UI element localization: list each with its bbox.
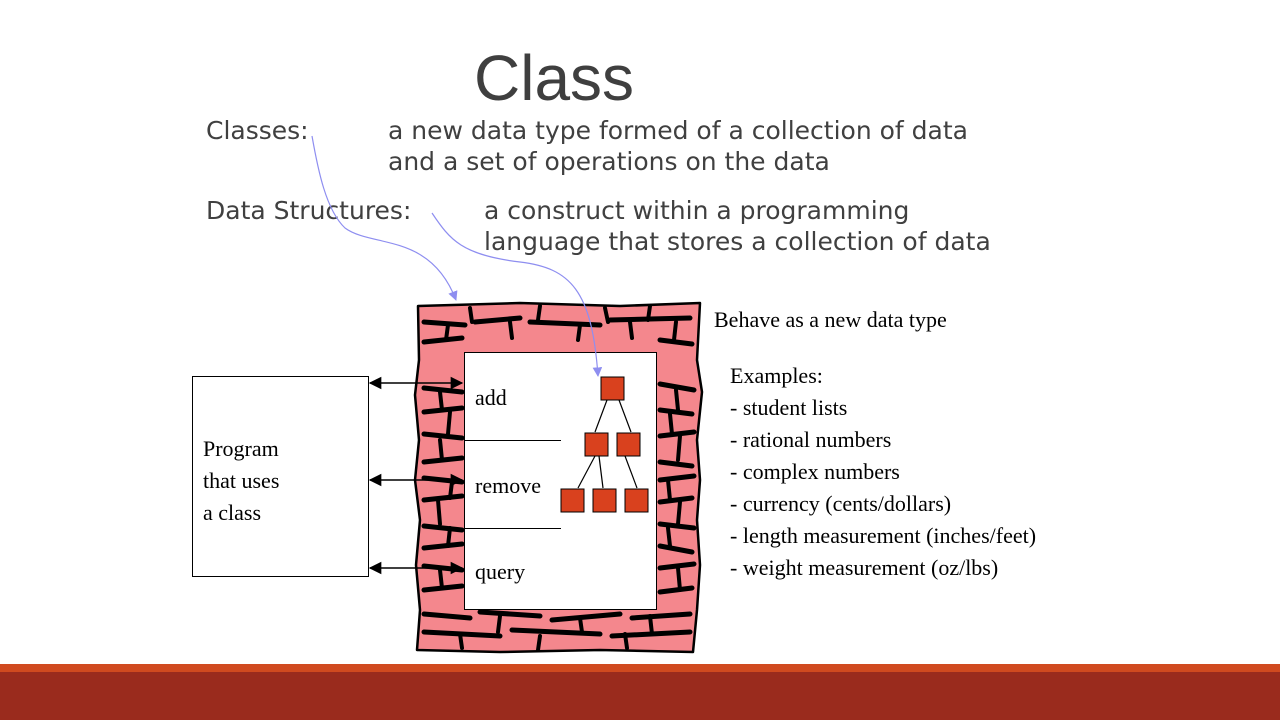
example-item: - length measurement (inches/feet)	[730, 523, 1037, 548]
example-item: - currency (cents/dollars)	[730, 491, 952, 516]
example-item: - student lists	[730, 395, 848, 420]
slide-title: Class	[474, 42, 635, 114]
footer-accent-line	[0, 664, 1280, 672]
classes-term: Classes:	[206, 116, 309, 145]
program-box: Program that uses a class	[192, 376, 369, 577]
program-label-line1: Program	[203, 436, 279, 461]
data-structure-panel	[561, 352, 657, 610]
classes-definition-line2: and a set of operations on the data	[388, 147, 830, 176]
example-item: - rational numbers	[730, 427, 892, 452]
operation-query-label: query	[475, 559, 526, 584]
classes-definition-line1: a new data type formed of a collection o…	[388, 116, 968, 145]
example-item: - complex numbers	[730, 459, 900, 484]
program-label-line2: that uses	[203, 468, 280, 493]
operations-panel: add remove query	[464, 352, 562, 610]
operation-remove-cell: remove	[465, 441, 561, 529]
operation-add-label: add	[475, 385, 507, 410]
footer-band	[0, 672, 1280, 720]
program-label-line3: a class	[203, 500, 262, 525]
examples-list: - student lists - rational numbers - com…	[730, 392, 1036, 584]
program-label: Program that uses a class	[203, 433, 279, 529]
operation-query-cell: query	[465, 529, 561, 609]
example-item: - weight measurement (oz/lbs)	[730, 555, 999, 580]
examples-heading: Examples:	[730, 363, 823, 388]
behave-label: Behave as a new data type	[714, 307, 947, 332]
operation-remove-label: remove	[475, 473, 541, 498]
operation-add-cell: add	[465, 353, 561, 441]
